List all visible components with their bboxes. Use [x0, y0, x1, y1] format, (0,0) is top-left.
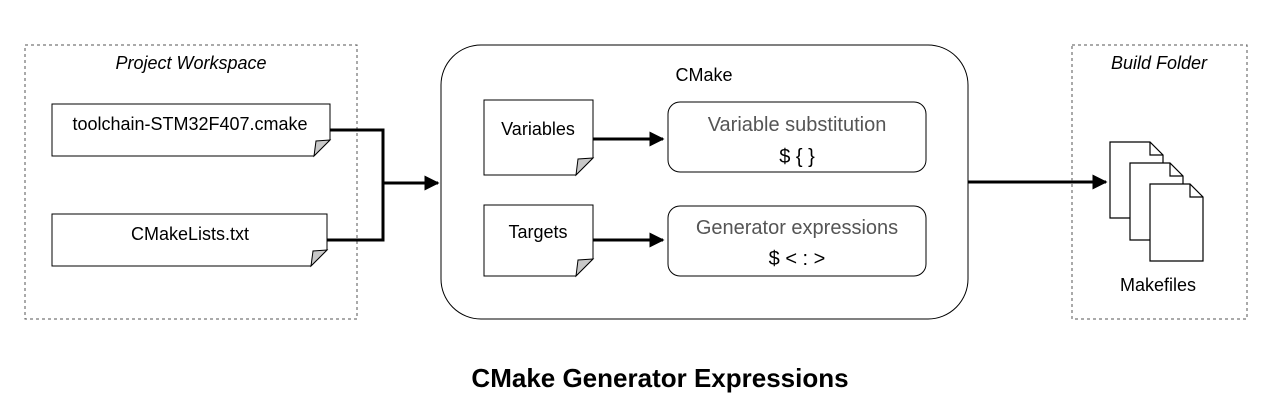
diagram-caption: CMake Generator Expressions — [471, 363, 848, 393]
cmake-group: CMake Variables Targets Variable substit… — [440, 44, 969, 320]
cmake-label: CMake — [675, 65, 732, 85]
workspace-border — [24, 44, 358, 320]
cmakelists-file: CMakeLists.txt — [51, 213, 329, 268]
connector-cmakelists — [327, 183, 385, 242]
generator-expressions-title: Generator expressions — [696, 217, 898, 239]
generator-expressions-process: Generator expressions $ < : > — [667, 205, 927, 277]
generator-expressions-syntax: $ < : > — [769, 248, 826, 270]
cmakelists-file-name: CMakeLists.txt — [131, 224, 249, 244]
workspace-connectors — [327, 128, 440, 242]
toolchain-file-fold — [313, 139, 332, 158]
build-folder-group: Build Folder Makefiles — [1071, 44, 1248, 320]
generator-expressions-box — [667, 205, 927, 277]
makefiles-stack-icon — [1109, 141, 1204, 262]
variable-substitution-title: Variable substitution — [708, 114, 887, 136]
workspace-label: Project Workspace — [115, 53, 266, 73]
cmake-box — [440, 44, 969, 320]
build-folder-label: Build Folder — [1111, 53, 1208, 73]
variable-substitution-box — [667, 101, 927, 173]
project-workspace-group: Project Workspace toolchain-STM32F407.cm… — [24, 44, 358, 320]
toolchain-file: toolchain-STM32F407.cmake — [51, 103, 332, 158]
variables-doc-fold — [575, 157, 595, 177]
makefiles-label: Makefiles — [1120, 275, 1196, 295]
targets-input: Targets — [483, 204, 595, 278]
makefile-page-3 — [1149, 183, 1204, 262]
variable-substitution-process: Variable substitution $ { } — [667, 101, 927, 173]
variable-substitution-syntax: $ { } — [779, 146, 815, 168]
targets-doc-fold — [575, 258, 595, 278]
targets-label: Targets — [508, 222, 567, 242]
connector-toolchain — [330, 128, 385, 183]
cmakelists-file-fold — [310, 249, 329, 268]
toolchain-file-name: toolchain-STM32F407.cmake — [72, 114, 307, 134]
build-folder-border — [1071, 44, 1248, 320]
variables-input: Variables — [483, 99, 595, 177]
makefile-page-1-fold — [1149, 142, 1163, 156]
variables-label: Variables — [501, 119, 575, 139]
makefile-page-2-fold — [1169, 163, 1183, 177]
makefile-page-3-fold — [1189, 184, 1203, 198]
